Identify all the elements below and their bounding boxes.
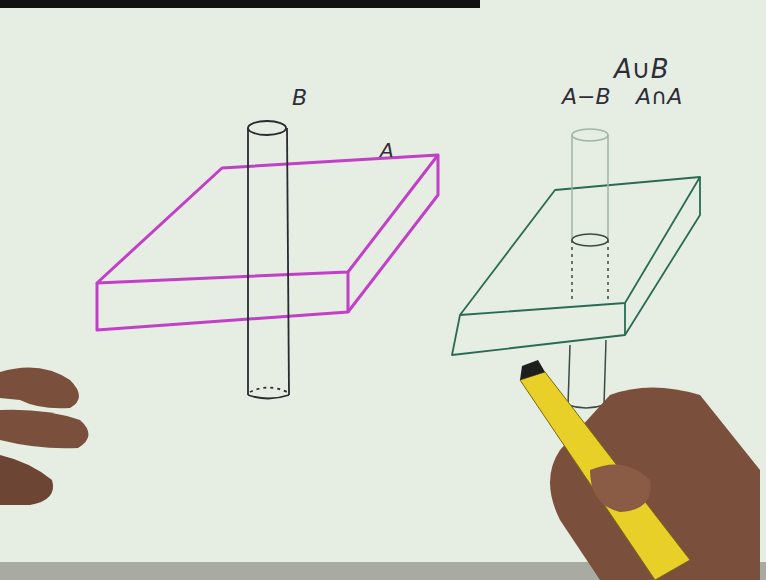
part-label: B [292,87,307,109]
cylinder-result [568,129,608,408]
operation-label: A−B [562,86,611,108]
operation-label: A∪B [614,56,669,82]
hands [0,360,760,580]
operation-label: A∩A [636,86,682,108]
slab-a [97,155,438,330]
cylinder-b [248,121,289,399]
slab-result [452,177,700,355]
top-strip [0,0,480,8]
part-label: A [380,140,394,160]
